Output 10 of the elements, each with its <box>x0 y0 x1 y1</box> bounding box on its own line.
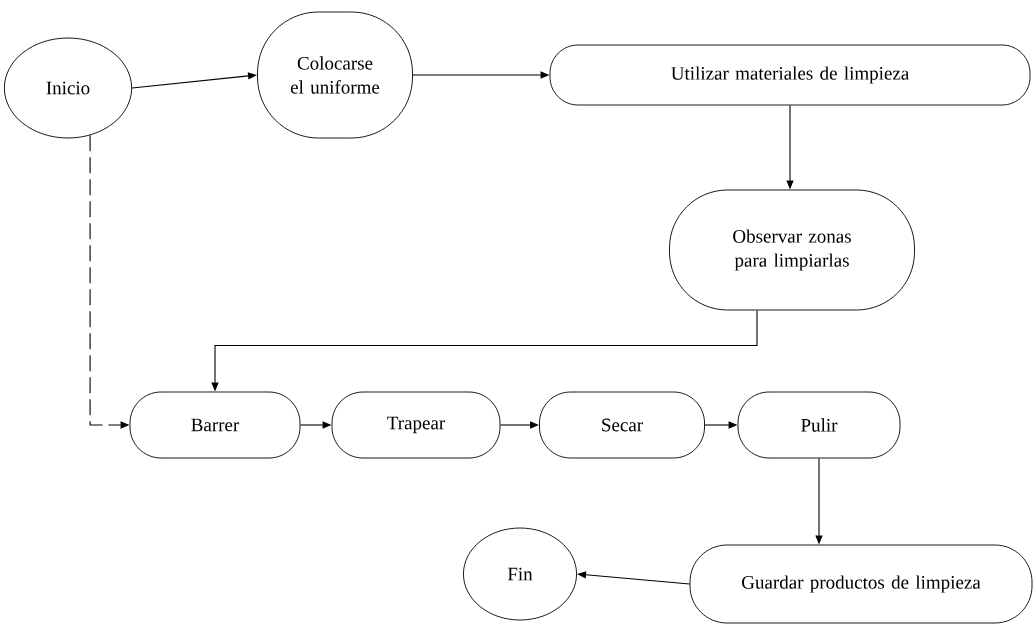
process-box: Utilizar materiales de limpieza <box>549 44 1031 106</box>
arrow <box>131 72 257 89</box>
process-box: Secar <box>539 391 705 459</box>
arrow <box>499 421 539 429</box>
process-box: Barrer <box>129 391 301 459</box>
process-box: Pulir <box>737 391 901 459</box>
process-box: Trapear <box>331 391 501 459</box>
process-box: Guardar productos de limpieza <box>689 544 1033 624</box>
process-box: Colocarse el uniforme <box>257 11 413 139</box>
process-box: Observar zonas para limpiarlas <box>669 189 915 311</box>
